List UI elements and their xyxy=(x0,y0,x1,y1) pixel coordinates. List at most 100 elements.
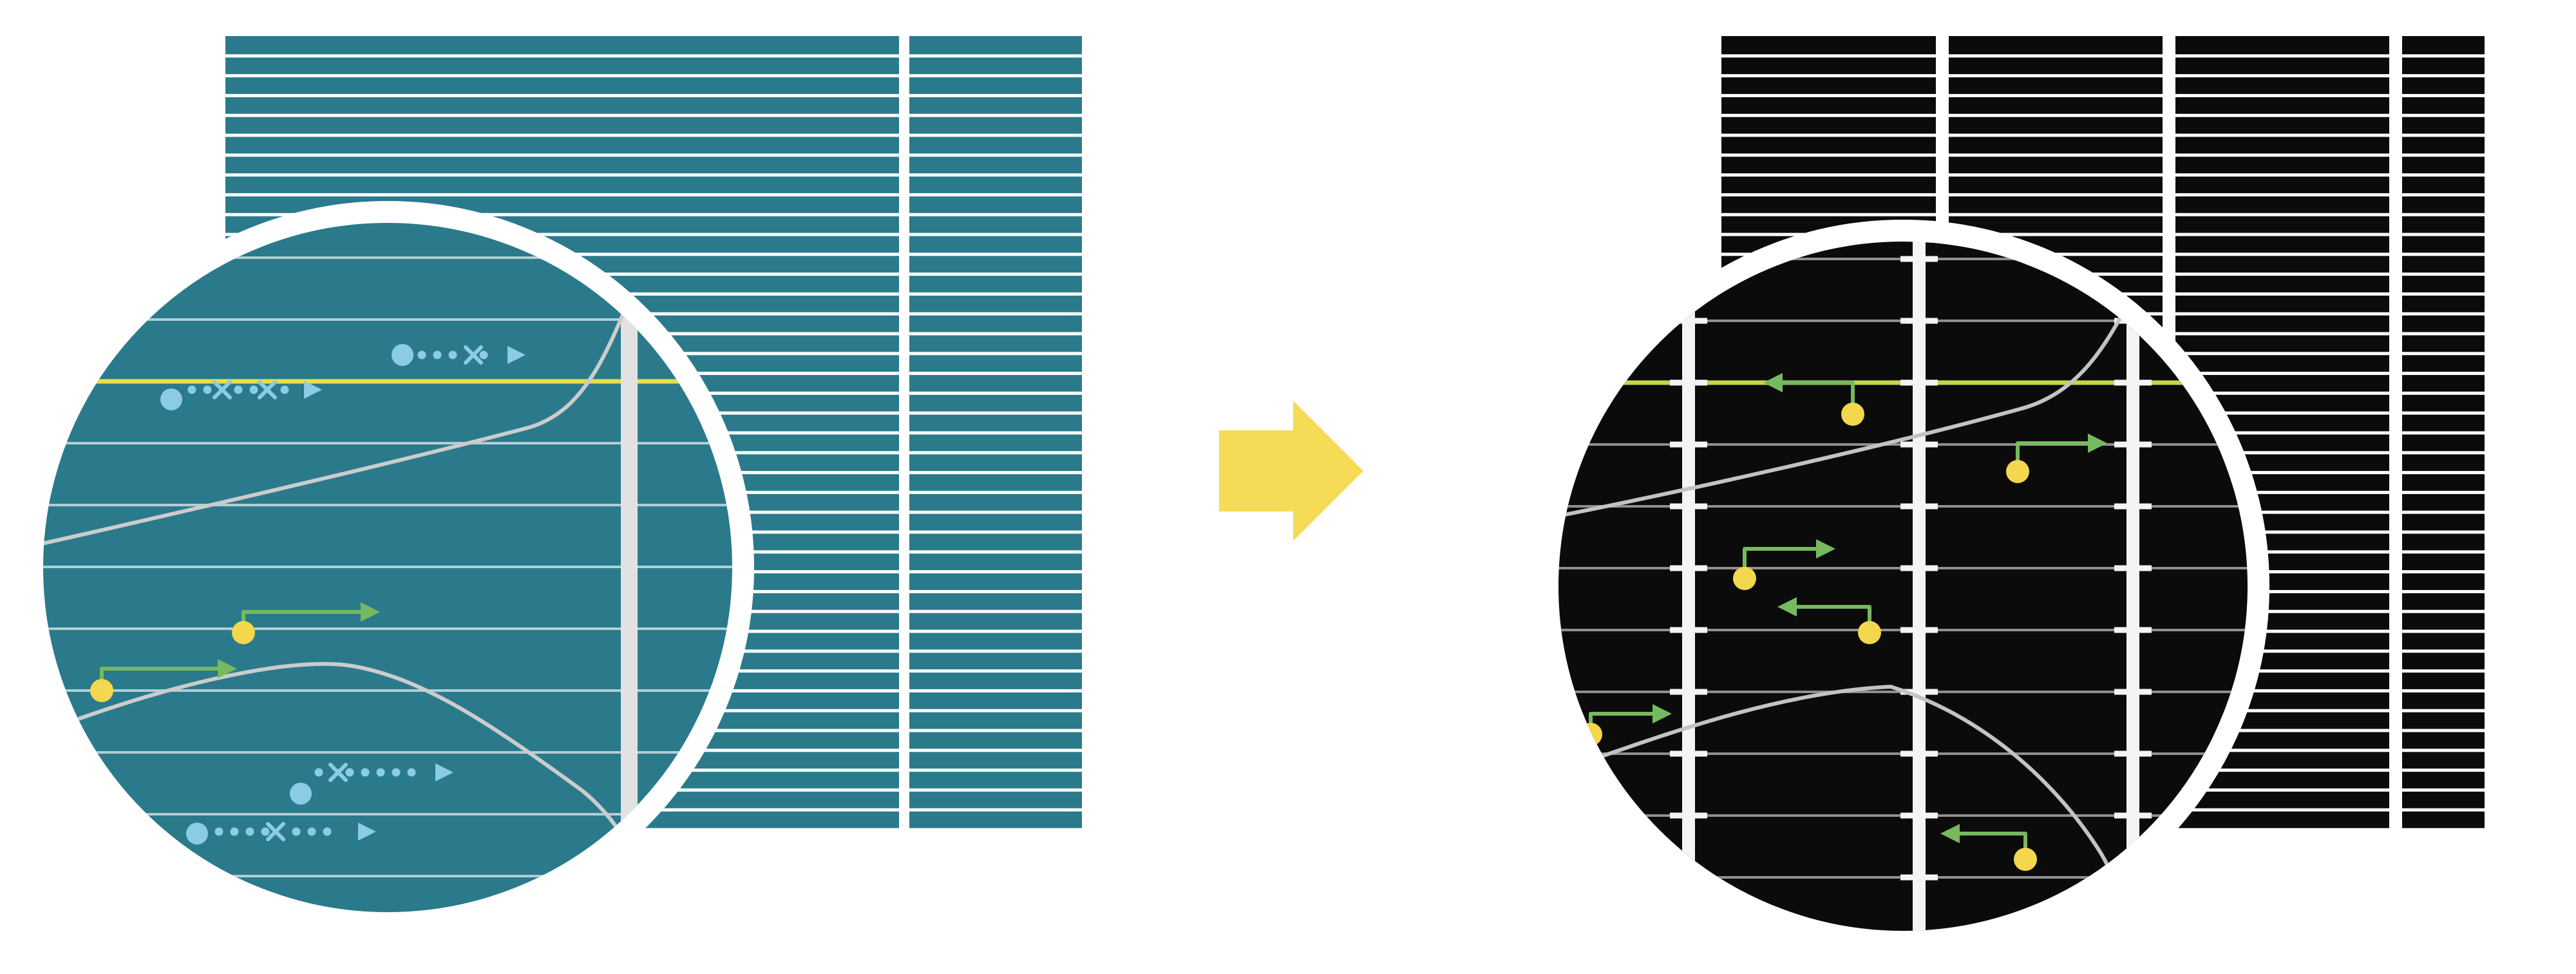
trail-dot xyxy=(307,827,316,836)
busbar-tick xyxy=(2114,627,2152,633)
trail-dot xyxy=(214,827,223,836)
busbar-tick xyxy=(1670,689,1707,695)
recombination-carrier-dot xyxy=(392,344,413,366)
cell-finger-line xyxy=(1949,173,2163,177)
cell-finger-line xyxy=(2402,749,2485,752)
recombination-arrowhead xyxy=(358,823,376,841)
cell-finger-line xyxy=(2402,233,2485,236)
cell-finger-line xyxy=(225,193,899,196)
cell-finger-line xyxy=(2175,510,2389,514)
cell-finger-line xyxy=(2402,709,2485,712)
recombination-arrowhead xyxy=(435,763,453,781)
cell-finger-line xyxy=(2402,649,2485,653)
recombination-x-mark xyxy=(266,822,285,841)
trail-dot xyxy=(249,385,258,394)
cell-finger-line xyxy=(2402,451,2485,455)
cell-finger-line xyxy=(2402,609,2485,613)
cell-finger-line xyxy=(2175,788,2389,792)
cell-finger-line xyxy=(1721,213,1936,216)
cell-finger-line xyxy=(909,411,1082,415)
carrier-dot xyxy=(1841,403,1864,426)
carrier-arrowhead xyxy=(218,659,237,678)
trail-dot xyxy=(292,827,301,836)
cell-finger-line xyxy=(2175,352,2389,356)
cell-finger-line xyxy=(909,729,1082,732)
cell-finger-line xyxy=(2175,253,2389,256)
cell-finger-line xyxy=(909,54,1082,58)
recombination-carrier-dot xyxy=(290,783,312,805)
cell-finger-line xyxy=(2175,609,2389,613)
cell-finger-line xyxy=(909,570,1082,574)
cell-finger-line xyxy=(2175,530,2389,534)
cell-finger-line xyxy=(2402,490,2485,494)
finger-line xyxy=(43,504,732,506)
busbar-tick xyxy=(1670,441,1707,448)
busbar-tick xyxy=(2114,441,2152,448)
cell-finger-line xyxy=(2402,669,2485,673)
cell-finger-line xyxy=(909,490,1082,494)
cell-finger-line xyxy=(909,471,1082,475)
recombination-carrier-dot xyxy=(186,823,208,845)
carrier-dot xyxy=(232,621,255,644)
busbar-tick xyxy=(1670,318,1707,324)
trail-dot xyxy=(314,768,323,777)
cell-finger-line xyxy=(909,550,1082,554)
highlight-finger-line xyxy=(43,379,732,384)
cell-finger-line xyxy=(2402,808,2485,812)
trail-dot xyxy=(323,827,332,836)
cell-finger-line xyxy=(2175,749,2389,752)
busbar-tick xyxy=(1900,874,1938,881)
cell-finger-line xyxy=(1949,213,2163,216)
busbar-tick xyxy=(2114,565,2152,571)
busbar-tick xyxy=(2114,379,2152,386)
cell-finger-line xyxy=(909,213,1082,216)
recombination-carrier-dot xyxy=(160,388,182,410)
cell-finger-line xyxy=(2175,689,2389,692)
busbar-tick xyxy=(1900,256,1938,262)
cell-finger-line xyxy=(1721,113,1936,117)
cell-finger-line xyxy=(909,808,1082,812)
trail-dot xyxy=(203,385,212,394)
finger-line xyxy=(43,442,732,444)
trail-dot xyxy=(361,768,370,777)
cell-finger-line xyxy=(225,54,899,58)
cell-finger-line xyxy=(225,74,899,78)
cell-finger-line xyxy=(2402,788,2485,792)
cell-finger-line xyxy=(2402,213,2485,216)
cell-finger-line xyxy=(2402,629,2485,633)
cell-finger-line xyxy=(1721,74,1936,78)
trail-dot xyxy=(433,350,442,359)
busbar-tick xyxy=(1900,565,1938,571)
cell-finger-line xyxy=(2402,133,2485,137)
cell-finger-line xyxy=(2175,312,2389,316)
cell-finger-line xyxy=(225,113,899,117)
busbar-tick xyxy=(1670,503,1707,510)
cell-finger-line xyxy=(2175,93,2389,97)
finger-line xyxy=(43,689,732,692)
recombination-x-mark xyxy=(213,380,232,399)
cell-finger-line xyxy=(909,133,1082,137)
busbar-tick xyxy=(1670,750,1707,757)
cell-finger-line xyxy=(2175,589,2389,593)
cell-finger-line xyxy=(2402,411,2485,415)
cell-finger-line xyxy=(2175,431,2389,435)
finger-line xyxy=(43,875,732,877)
cell-finger-line xyxy=(909,788,1082,792)
cell-finger-line xyxy=(2402,253,2485,256)
cell-finger-line xyxy=(909,669,1082,673)
magnifier-ring xyxy=(1537,220,2269,953)
cell-finger-line xyxy=(2175,828,2389,832)
trail-dot xyxy=(479,350,488,359)
cell-finger-line xyxy=(2402,372,2485,376)
trail-dot xyxy=(392,768,401,777)
finger-line xyxy=(43,751,732,754)
trail-dot xyxy=(448,350,457,359)
busbar-tick xyxy=(1670,812,1707,819)
recombination-x-mark xyxy=(258,380,277,399)
cell-finger-line xyxy=(909,312,1082,316)
cell-finger-line xyxy=(2175,213,2389,216)
busbar-tick xyxy=(2114,689,2152,695)
cell-finger-line xyxy=(2402,193,2485,196)
